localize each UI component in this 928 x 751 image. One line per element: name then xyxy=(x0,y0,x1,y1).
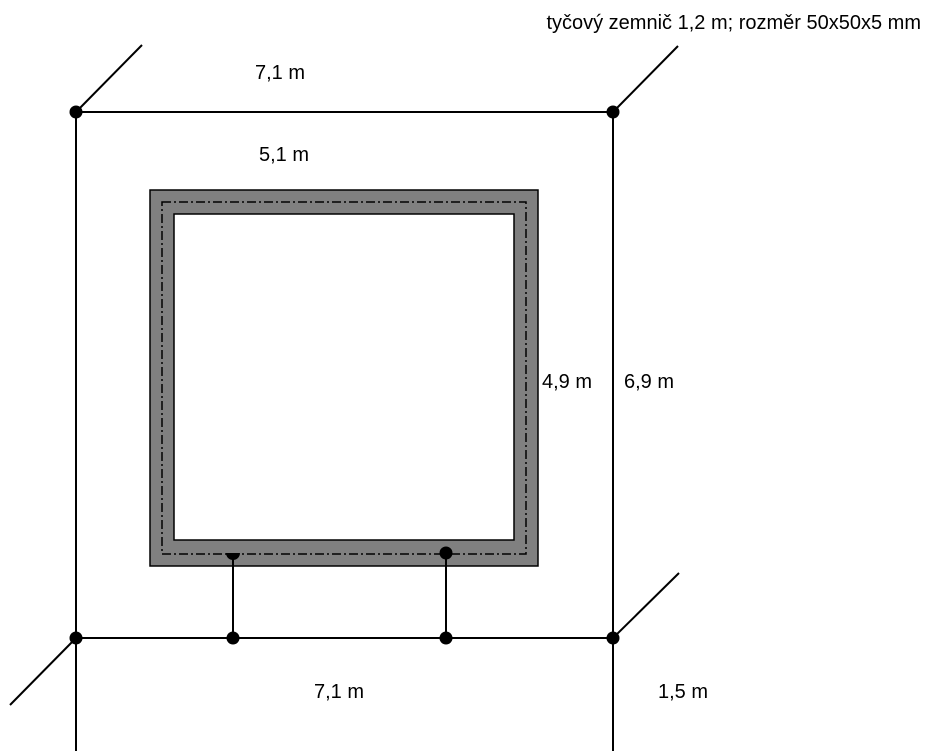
earthing-ring xyxy=(9,44,680,751)
junction-dot xyxy=(439,546,453,560)
outer-top-width-label: 7,1 m xyxy=(255,62,305,84)
junction-dot-half xyxy=(226,553,240,560)
rod-electrode-top-right xyxy=(612,45,679,113)
junction-dot xyxy=(69,105,83,119)
inner-width-label: 5,1 m xyxy=(259,144,309,166)
inner-height-label: 4,9 m xyxy=(542,371,592,393)
offset-label: 1,5 m xyxy=(658,681,708,703)
junction-dot xyxy=(69,631,83,645)
junction-points xyxy=(69,105,620,645)
electrode-note: tyčový zemnič 1,2 m; rozměr 50x50x5 mm xyxy=(546,12,921,34)
junction-dot xyxy=(606,631,620,645)
rod-electrode-bottom-right xyxy=(612,572,680,639)
outer-bottom-width-label: 7,1 m xyxy=(314,681,364,703)
building-outline xyxy=(149,189,539,567)
junction-dot xyxy=(606,105,620,119)
junction-dot xyxy=(226,631,240,645)
labels: tyčový zemnič 1,2 m; rozměr 50x50x5 mm 7… xyxy=(255,12,921,703)
junction-dot xyxy=(439,631,453,645)
building-wall xyxy=(149,189,539,567)
foundation-earthing-strip xyxy=(161,201,527,555)
rod-electrode-top-left xyxy=(75,44,143,113)
rod-electrode-bottom-left xyxy=(9,637,77,706)
outer-height-label: 6,9 m xyxy=(624,371,674,393)
